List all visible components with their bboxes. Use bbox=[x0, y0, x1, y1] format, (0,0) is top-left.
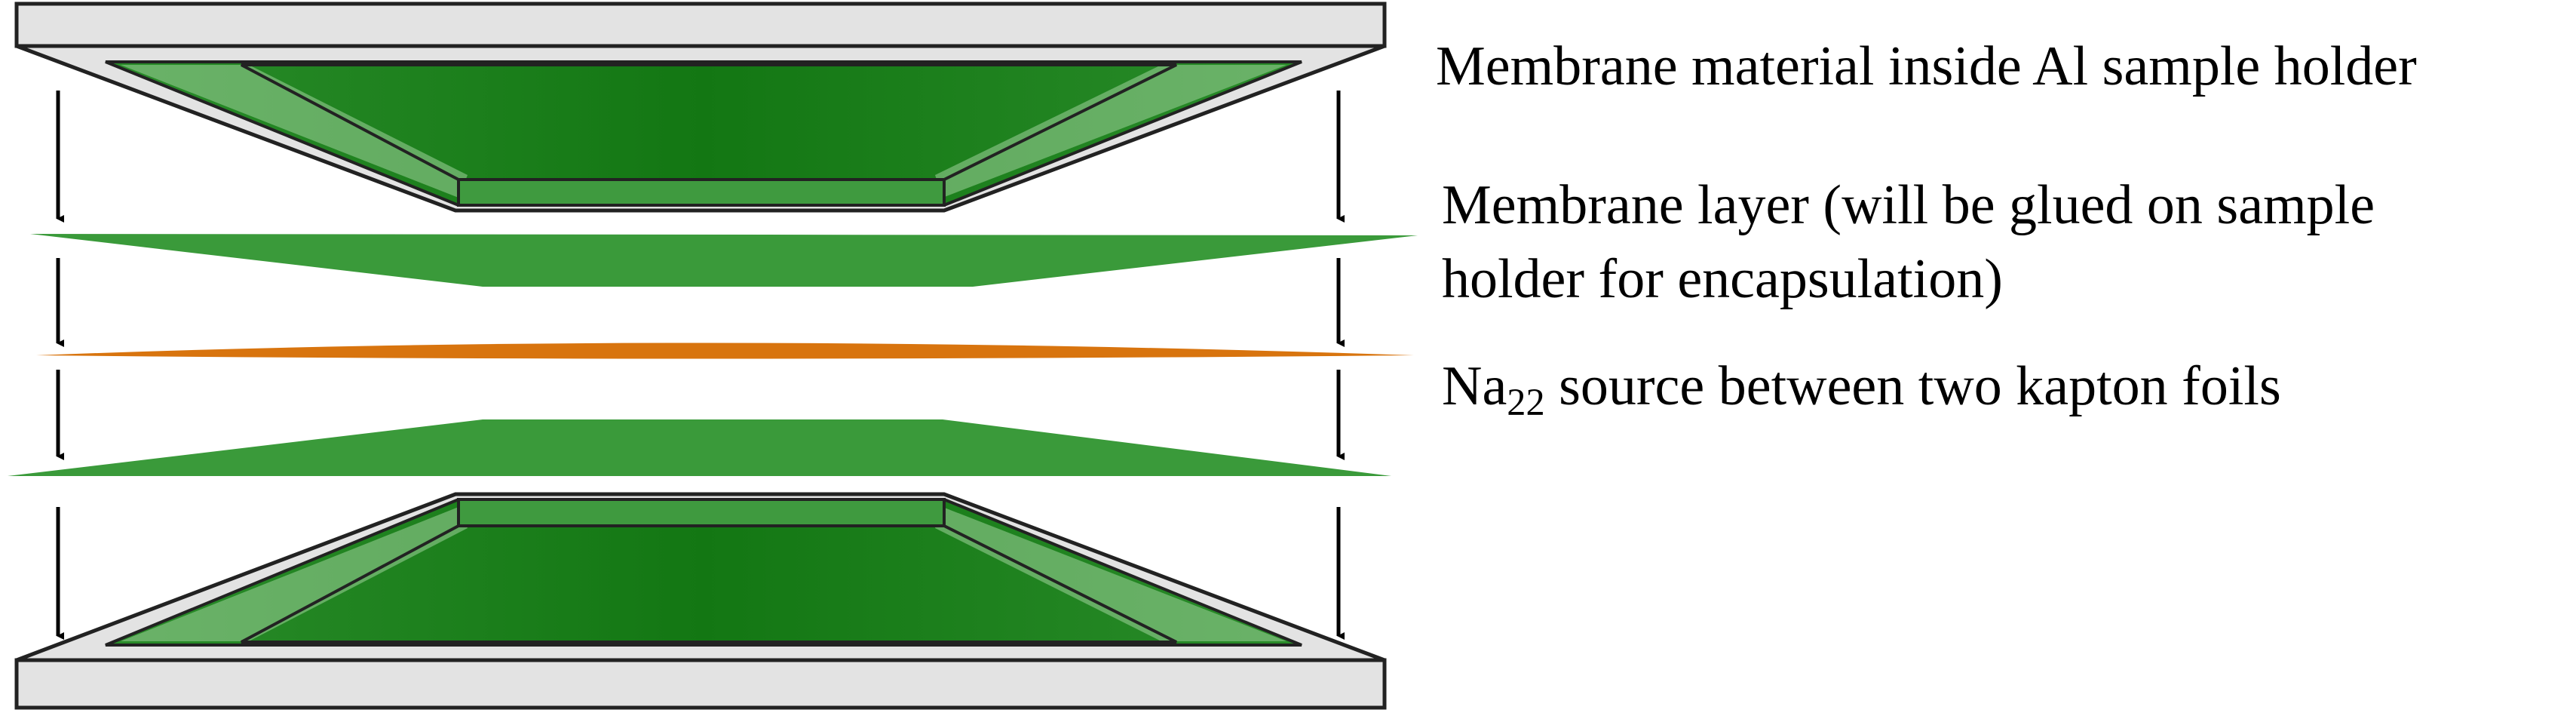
label-membrane-layer-line2: holder for encapsulation) bbox=[1442, 247, 2003, 310]
top-membrane-highlight-right bbox=[935, 65, 1286, 198]
bottom-membrane-top-strip bbox=[457, 498, 946, 527]
membrane-layer-lower bbox=[8, 419, 1391, 476]
bottom-membrane-highlight-right bbox=[935, 507, 1286, 641]
label-membrane-layer: Membrane layer (will be glued on sample … bbox=[1442, 169, 2375, 316]
bottom-sample-holder bbox=[14, 492, 1387, 710]
label-source-prefix: Na bbox=[1442, 355, 1507, 417]
label-na22-source: Na22 source between two kapton foils bbox=[1442, 350, 2281, 424]
top-membrane-highlight-left bbox=[121, 65, 468, 198]
label-source-subscript: 22 bbox=[1507, 381, 1545, 424]
bottom-membrane-highlight-left bbox=[121, 507, 468, 641]
bottom-holder-plate bbox=[14, 658, 1387, 710]
na22-source-layer bbox=[36, 343, 1414, 359]
top-sample-holder bbox=[14, 2, 1387, 213]
membrane-layer-upper bbox=[30, 234, 1418, 287]
label-source-suffix: source between two kapton foils bbox=[1544, 355, 2281, 417]
top-holder-plate bbox=[14, 2, 1387, 48]
label-top-holder: Membrane material inside Al sample holde… bbox=[1436, 35, 2417, 97]
label-membrane-layer-line1: Membrane layer (will be glued on sample bbox=[1442, 174, 2375, 236]
top-membrane-bottom-strip bbox=[457, 178, 946, 207]
